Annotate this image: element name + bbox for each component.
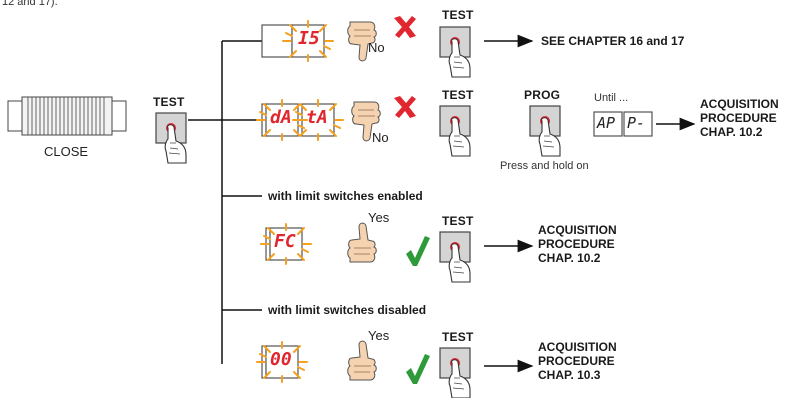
condition-label: with limit switches disabled bbox=[268, 303, 427, 317]
prog-label: PROG bbox=[524, 88, 561, 102]
result-line: SEE CHAPTER 16 and 17 bbox=[541, 34, 685, 48]
display-digit: FC bbox=[274, 231, 296, 252]
hand-press-icon bbox=[439, 231, 471, 283]
branch-4 bbox=[256, 340, 534, 398]
thumb-up-icon bbox=[347, 340, 377, 381]
result-line: ACQUISITION bbox=[538, 340, 617, 354]
test-label: TEST bbox=[442, 88, 474, 102]
display-digit: I5 bbox=[298, 28, 320, 49]
gate-icon bbox=[7, 96, 127, 136]
cross-icon bbox=[394, 16, 416, 38]
tree-connector-lines bbox=[188, 40, 262, 364]
main-test-label: TEST bbox=[153, 95, 185, 109]
until-display: AP bbox=[597, 114, 616, 132]
until-display: P- bbox=[627, 114, 646, 132]
answer-label: No bbox=[368, 40, 385, 55]
display-digit: 00 bbox=[270, 349, 292, 370]
cross-icon bbox=[394, 96, 416, 118]
branch-2 bbox=[256, 96, 696, 157]
display-digit: tA bbox=[306, 107, 328, 128]
thumb-up-icon bbox=[347, 222, 377, 263]
test-label: TEST bbox=[442, 214, 474, 228]
result-line: CHAP. 10.2 bbox=[700, 125, 763, 139]
answer-label: No bbox=[372, 130, 389, 145]
prog-hand-press-icon bbox=[529, 105, 561, 157]
result-line: PROCEDURE bbox=[538, 354, 615, 368]
close-label: CLOSE bbox=[44, 144, 89, 159]
prog-caption: Press and hold on bbox=[500, 160, 589, 172]
until-label: Until ... bbox=[594, 92, 629, 104]
hand-press-icon bbox=[439, 26, 471, 78]
result-line: ACQUISITION bbox=[538, 223, 617, 237]
branch-1 bbox=[261, 16, 534, 78]
result-line: ACQUISITION bbox=[700, 97, 779, 111]
test-label: TEST bbox=[442, 8, 474, 22]
check-icon bbox=[406, 354, 430, 384]
hand-press-icon bbox=[439, 105, 471, 157]
result-line: CHAP. 10.3 bbox=[538, 368, 601, 382]
result-line: CHAP. 10.2 bbox=[538, 251, 601, 265]
result-line: PROCEDURE bbox=[538, 237, 615, 251]
branch-3 bbox=[260, 222, 534, 283]
test-label: TEST bbox=[442, 330, 474, 344]
check-icon bbox=[406, 236, 430, 266]
answer-label: Yes bbox=[368, 210, 390, 225]
header-fragment: 12 and 17). bbox=[2, 0, 58, 8]
main-test-button-icon bbox=[155, 112, 187, 164]
display-digit: dA bbox=[270, 107, 292, 128]
hand-press-icon bbox=[439, 347, 471, 398]
answer-label: Yes bbox=[368, 328, 390, 343]
result-line: PROCEDURE bbox=[700, 111, 777, 125]
condition-label: with limit switches enabled bbox=[268, 189, 423, 203]
